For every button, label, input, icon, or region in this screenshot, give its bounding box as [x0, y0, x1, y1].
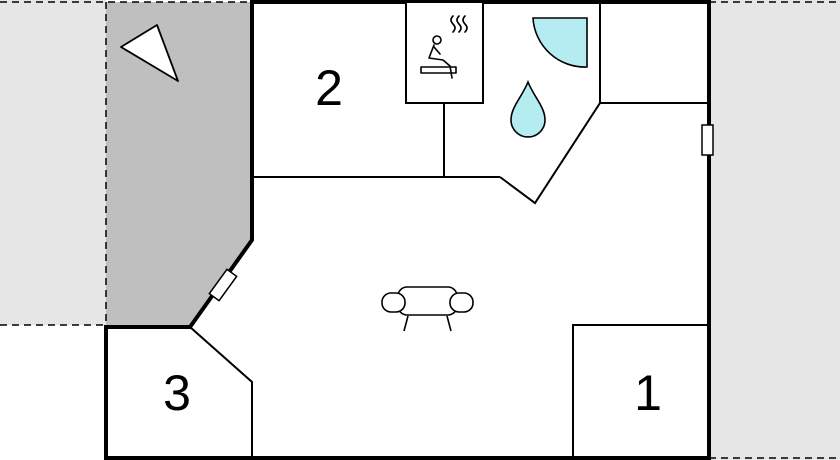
room-label-1: 1	[634, 365, 662, 421]
sauna-icon	[420, 15, 468, 79]
outdoor-area-left	[0, 0, 106, 325]
exterior-walls	[104, 0, 711, 460]
window-diagonal	[208, 268, 238, 302]
outdoor-area-right	[709, 0, 840, 460]
terrace-area	[106, 2, 252, 327]
sofa-icon	[381, 286, 474, 332]
interior-walls	[106, 2, 709, 458]
sauna-cabin	[405, 1, 484, 104]
window-right	[701, 124, 714, 156]
shower-icon	[532, 17, 588, 68]
room-label-3: 3	[163, 365, 191, 421]
room-label-2: 2	[315, 60, 343, 116]
water-drop-icon	[510, 79, 546, 138]
north-arrow-icon	[120, 24, 179, 82]
